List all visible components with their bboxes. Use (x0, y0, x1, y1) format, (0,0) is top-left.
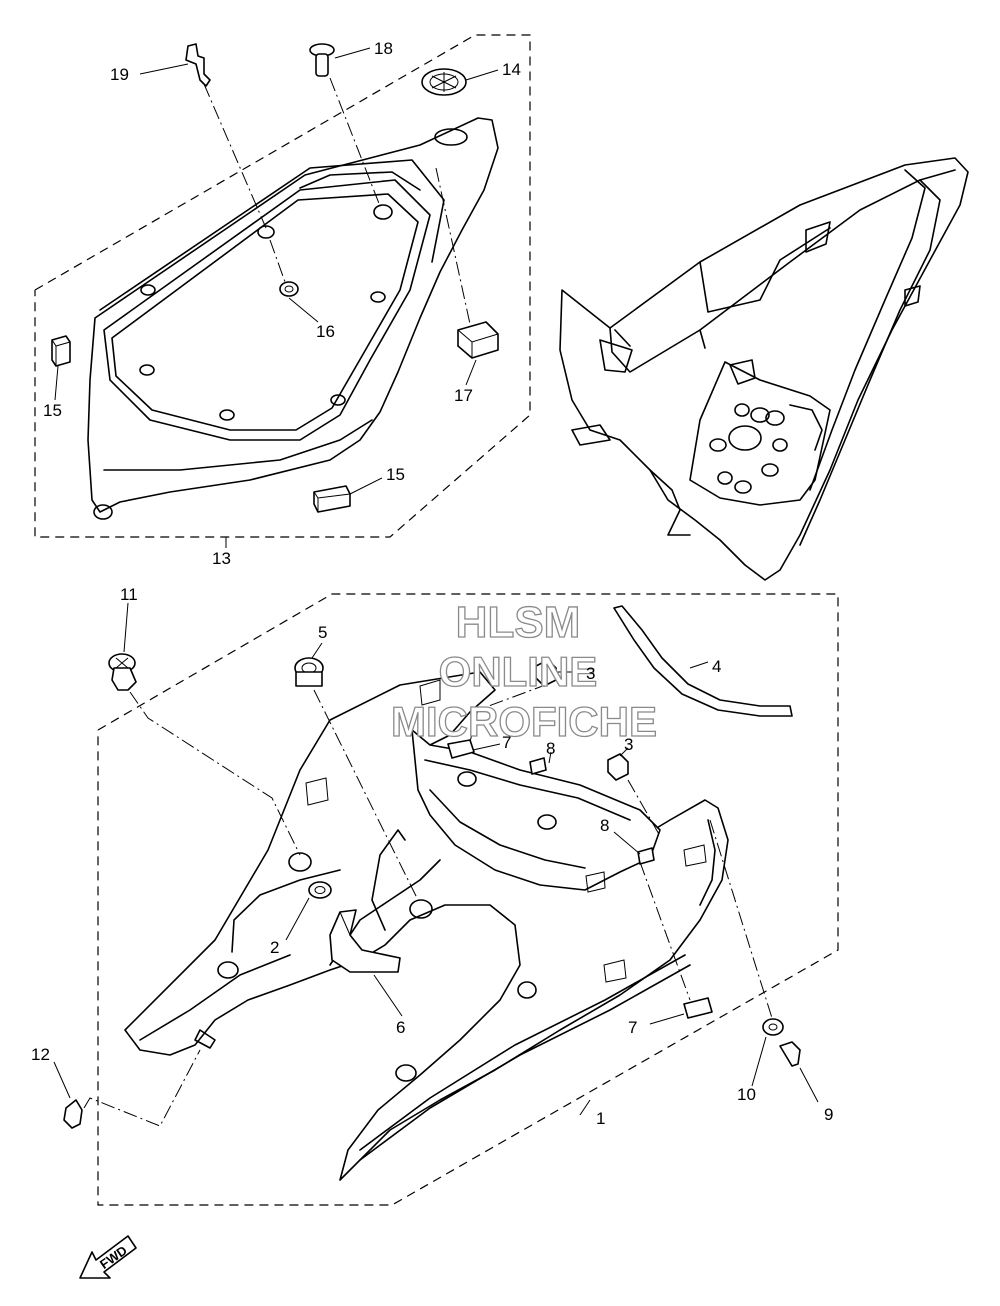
callout-19: 19 (110, 65, 129, 84)
rivet-18 (309, 43, 335, 77)
callout-1: 1 (596, 1109, 605, 1128)
damper-15-left (51, 335, 71, 367)
watermark: HLSM ONLINE MICROFICHE (390, 597, 657, 745)
fwd-arrow-icon: FWD (79, 1235, 137, 1279)
callout-14: 14 (502, 60, 521, 79)
callout-12: 12 (31, 1045, 50, 1064)
damper-6 (329, 909, 401, 973)
callout-3-right: 3 (624, 735, 633, 754)
callout-15-right: 15 (386, 465, 405, 484)
damper-7-lower (683, 997, 713, 1019)
damper-17 (457, 321, 499, 359)
rivet-12 (63, 1099, 83, 1129)
damper-15-right (313, 485, 351, 513)
grommet-16 (279, 281, 299, 297)
lower-group-boundary (97, 593, 839, 1206)
callout-13: 13 (212, 549, 231, 568)
nut-3-right (607, 753, 629, 781)
callout-7-lower: 7 (628, 1018, 637, 1037)
collar-2 (308, 881, 332, 899)
callout-8-upper: 8 (546, 739, 555, 758)
callout-4: 4 (712, 657, 721, 676)
bolt-9 (779, 1041, 801, 1067)
damper-7-upper (447, 739, 475, 759)
screw-11 (108, 653, 137, 691)
callout-16: 16 (316, 322, 335, 341)
callout-10: 10 (737, 1085, 756, 1104)
upper-leaders (54, 47, 499, 548)
trim-4 (613, 605, 793, 717)
callout-9: 9 (824, 1105, 833, 1124)
callout-2: 2 (270, 938, 279, 957)
emblem-14 (421, 68, 467, 96)
callout-numbers: 1 2 3 3 4 5 6 7 7 8 8 9 10 11 12 13 14 1… (31, 39, 833, 1128)
collar-10 (762, 1018, 784, 1036)
callout-6: 6 (396, 1018, 405, 1037)
rear-frame (559, 157, 969, 581)
damper-8-lower (637, 847, 655, 865)
callout-7-upper: 7 (502, 733, 511, 752)
side-cover-13 (87, 117, 499, 520)
callout-17: 17 (454, 386, 473, 405)
lower-leaders (53, 602, 819, 1127)
callout-8-lower: 8 (600, 816, 609, 835)
watermark-line1: HLSM (456, 598, 581, 647)
watermark-line2: ONLINE (439, 648, 598, 695)
grommet-5 (294, 657, 324, 687)
screw-19 (185, 43, 211, 87)
callout-18: 18 (374, 39, 393, 58)
watermark-line3: MICROFICHE (391, 698, 657, 745)
callout-15-left: 15 (43, 401, 62, 420)
callout-11: 11 (120, 585, 138, 604)
callout-5: 5 (318, 623, 327, 642)
callout-3-upper: 3 (586, 664, 595, 683)
nut-3-upper (535, 659, 557, 687)
inner-cover-bracket (411, 679, 661, 893)
damper-8-upper (529, 757, 547, 775)
